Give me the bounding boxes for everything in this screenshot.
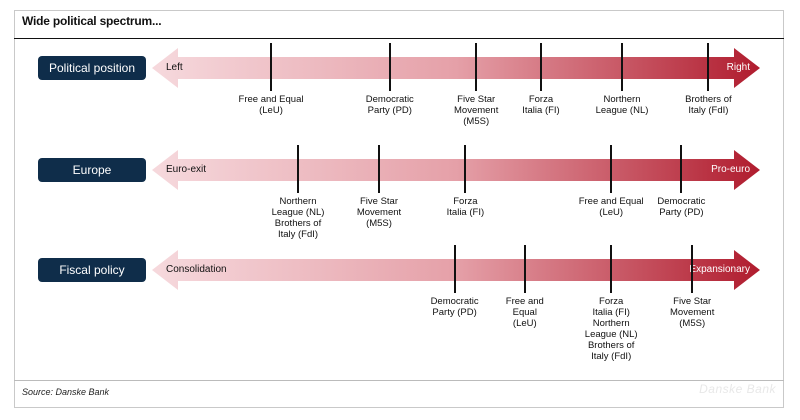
party-marker: [297, 145, 299, 193]
party-marker: [378, 145, 380, 193]
party-label: Five Star Movement (M5S): [356, 196, 402, 229]
figure-title: Wide political spectrum...: [22, 14, 162, 28]
spectrum-left-label: Consolidation: [166, 264, 227, 275]
row-label-political-position: Political position: [38, 56, 146, 80]
spectrum-left-label: Left: [166, 62, 183, 73]
spectrum-arrow-political-position: [152, 48, 760, 88]
party-label: Forza Italia (FI): [522, 94, 560, 116]
title-divider: [14, 38, 784, 39]
spectrum-right-label: Pro-euro: [711, 164, 750, 175]
party-label: Forza Italia (FI): [446, 196, 485, 218]
party-marker: [610, 245, 613, 293]
arrow-shape: [152, 48, 760, 88]
party-label: Forza Italia (FI) Northern League (NL) B…: [584, 296, 638, 362]
party-label: Five Star Movement (M5S): [454, 94, 499, 127]
party-label: Free and Equal (LeU): [578, 196, 644, 218]
spectrum-right-label: Expansionary: [689, 264, 750, 275]
spectrum-left-label: Euro-exit: [166, 164, 207, 175]
source-divider: [14, 380, 784, 381]
party-marker: [610, 145, 613, 193]
party-label: Free and Equal (LeU): [505, 296, 544, 329]
party-label: Democratic Party (PD): [657, 196, 706, 218]
party-label: Brothers of Italy (FdI): [685, 94, 732, 116]
party-label: Democratic Party (PD): [365, 94, 414, 116]
party-label: Democratic Party (PD): [430, 296, 479, 318]
row-label-europe: Europe: [38, 158, 146, 182]
watermark: Danske Bank: [699, 382, 776, 396]
party-marker: [523, 245, 526, 293]
party-marker: [680, 145, 683, 193]
party-label: Five Star Movement (M5S): [670, 296, 715, 329]
party-label: Northern League (NL) Brothers of Italy (…: [271, 196, 325, 240]
spectrum-right-label: Right: [726, 62, 750, 73]
party-marker: [707, 43, 710, 91]
source-note: Source: Danske Bank: [22, 387, 110, 397]
arrow-shape: [152, 250, 760, 290]
spectrum-arrow-fiscal-policy: [152, 250, 760, 290]
party-marker: [691, 245, 694, 293]
figure-frame: [14, 10, 784, 408]
party-marker: [540, 43, 542, 91]
party-label: Northern League (NL): [595, 94, 649, 116]
party-marker: [388, 43, 391, 91]
party-marker: [270, 43, 272, 91]
arrow-shape: [152, 150, 760, 190]
row-label-fiscal-policy: Fiscal policy: [38, 258, 146, 282]
spectrum-arrow-europe: [152, 150, 760, 190]
party-marker: [475, 43, 478, 91]
party-marker: [621, 43, 623, 91]
party-marker: [464, 145, 467, 193]
party-marker: [453, 245, 456, 293]
party-label: Free and Equal (LeU): [238, 94, 304, 116]
